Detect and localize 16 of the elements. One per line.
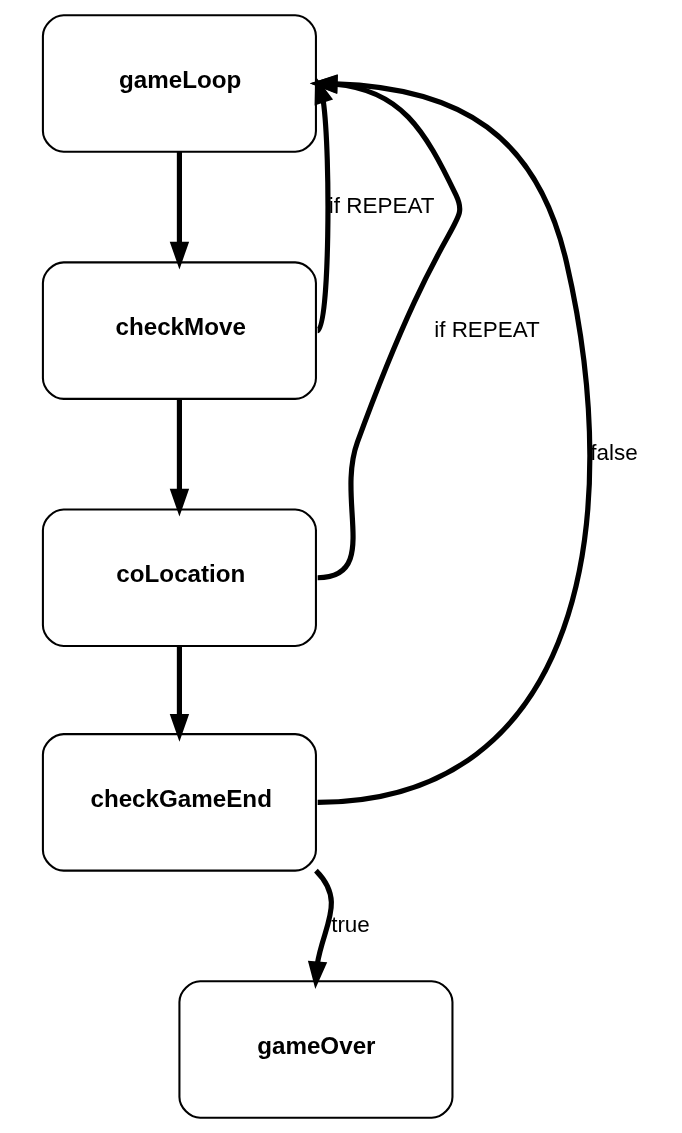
arrow — [314, 76, 334, 333]
edge-label: if REPEAT — [434, 316, 540, 342]
edge-label: true — [331, 911, 370, 937]
node-box: coLocation — [41, 508, 317, 648]
arrow — [309, 74, 593, 805]
edge-label: if REPEAT — [328, 192, 435, 218]
edge-label: false — [590, 440, 638, 466]
arrow — [307, 868, 334, 990]
node-box: checkGameEnd — [41, 733, 317, 872]
arrow — [169, 398, 190, 517]
node-box: gameLoop — [41, 14, 317, 153]
arrow — [309, 74, 463, 581]
node-box: gameOver — [178, 980, 454, 1119]
arrow — [169, 151, 190, 270]
arrow — [169, 646, 190, 742]
node-box: checkMove — [41, 261, 317, 400]
